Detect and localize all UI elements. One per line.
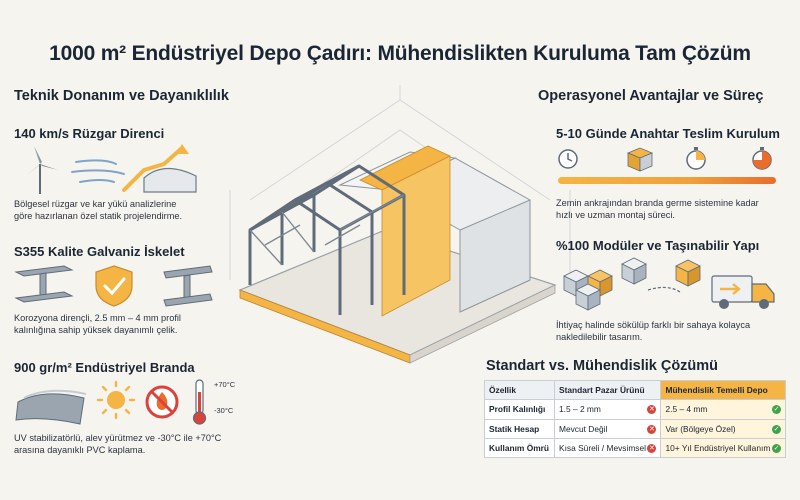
standard-cell: 1.5 – 2 mm✕ (553, 399, 662, 420)
table-row: Profil Kalınlığı 1.5 – 2 mm✕ 2.5 – 4 mm✓ (484, 399, 786, 420)
modular-cubes-icon (563, 257, 701, 311)
sun-icon (96, 380, 136, 420)
row-label: Profil Kalınlığı (484, 399, 555, 420)
comparison-heading: Standart vs. Mühendislik Çözümü (486, 358, 719, 374)
galvanized-frame-desc: Korozyona dirençli, 2.5 mm – 4 mm profil… (14, 313, 181, 335)
right-section-heading: Operasyonel Avantajlar ve Süreç (538, 88, 764, 104)
table-row: Kullanım Ömrü Kısa Süreli / Mevsimsel✕ 1… (484, 437, 786, 459)
modular-desc: İhtiyaç halinde sökülüp farklı bir sahay… (556, 320, 751, 342)
table-row: Statik Hesap Mevcut Değil✕ Var (Bölgeye … (484, 418, 786, 439)
modular-illustration (563, 257, 775, 311)
pvc-fabric-title: 900 gr/m² Endüstriyel Branda (14, 360, 195, 375)
col-header-standard: Standart Pazar Ürünü (553, 379, 662, 401)
fabric-roll-icon (15, 389, 87, 425)
move-path (647, 286, 681, 293)
row-label: Kullanım Ömrü (484, 437, 555, 459)
steel-illustration (14, 265, 213, 307)
check-icon: ✓ (772, 443, 781, 453)
standard-cell: Kısa Süreli / Mevsimsel✕ (553, 437, 662, 459)
box-icon (626, 147, 654, 172)
wind-gust-icon (71, 159, 125, 183)
col-header-engineering: Mühendislik Temelli Depo (660, 379, 786, 401)
arrow-up-icon (122, 144, 189, 192)
cross-icon: ✕ (647, 424, 657, 434)
col-header-feature: Özellik (484, 379, 555, 401)
cross-icon: ✕ (647, 443, 657, 453)
progress-timeline-bar (558, 177, 776, 184)
pvc-fabric-desc: UV stabilizatörlü, alev yürütmez ve -30°… (14, 433, 222, 455)
engineering-cell: 10+ Yıl Endüstriyel Kullanım✓ (660, 437, 786, 459)
no-fire-icon (145, 385, 179, 419)
galvanized-frame-title: S355 Kalite Galvaniz İskelet (14, 244, 185, 259)
i-beam-icon (163, 265, 213, 307)
check-icon: ✓ (772, 405, 781, 415)
shield-check-icon (95, 265, 133, 307)
engineering-cell: Var (Bölgeye Özel)✓ (660, 418, 786, 439)
page-title: 1000 m² Endüstriyel Depo Çadırı: Mühendi… (49, 42, 751, 65)
mini-tent-icon (143, 167, 197, 193)
fabric-illustration (15, 379, 207, 425)
stopwatch-icon (686, 147, 706, 170)
table-header-row: Özellik Standart Pazar Ürünü Mühendislik… (484, 379, 786, 401)
tent-structure-illustration (229, 85, 571, 364)
wind-resistance-title: 140 km/s Rüzgar Direnci (14, 126, 165, 141)
comparison-table: Özellik Standart Pazar Ürünü Mühendislik… (484, 379, 786, 459)
thermo-low-label: -30°C (214, 406, 234, 415)
timeline-illustration (558, 147, 776, 184)
row-label: Statik Hesap (484, 418, 555, 439)
wind-illustration (26, 144, 197, 194)
left-section-heading: Teknik Donanım ve Dayanıklılık (14, 88, 229, 104)
wind-turbine-icon (26, 146, 58, 194)
standard-cell: Mevcut Değil✕ (553, 418, 662, 439)
clock-icon (558, 149, 578, 169)
thermometer-icon (192, 379, 207, 425)
check-icon: ✓ (772, 424, 781, 434)
timer-icon (752, 147, 772, 170)
truck-icon (711, 275, 775, 309)
cross-icon: ✕ (647, 405, 657, 415)
installation-title: 5-10 Günde Anahtar Teslim Kurulum (556, 126, 780, 141)
wind-resistance-desc: Bölgesel rüzgar ve kar yükü analizlerine… (14, 199, 183, 221)
i-beam-icon (14, 265, 74, 303)
installation-desc: Zemin ankrajından branda germe sistemine… (556, 198, 759, 220)
engineering-cell: 2.5 – 4 mm✓ (660, 399, 786, 420)
thermo-high-label: +70°C (214, 380, 236, 389)
modular-title: %100 Modüler ve Taşınabilir Yapı (556, 238, 760, 253)
